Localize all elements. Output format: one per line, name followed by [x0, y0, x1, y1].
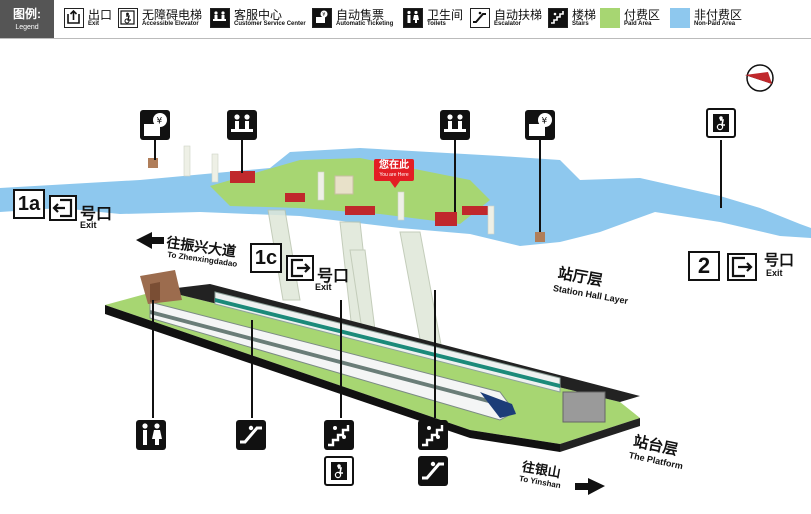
platform-kiosk	[140, 270, 182, 304]
exit-1c-word: Exit	[315, 282, 332, 292]
legend-label-zh: 付费区	[624, 8, 661, 22]
train-rear	[214, 291, 561, 393]
legend-label-en: Stairs	[572, 21, 589, 27]
service-center-icon	[440, 110, 470, 140]
ticket-machine-icon: ¥	[312, 8, 332, 28]
exit-icon	[286, 255, 314, 281]
leader-line	[720, 140, 722, 208]
leader-line	[539, 140, 541, 232]
exit-2-label: 号口	[764, 252, 795, 269]
train-nose-window	[480, 392, 516, 418]
ticket-machine-icon: ¥	[525, 110, 555, 140]
legend-label-en: Paid Area	[624, 21, 652, 27]
exit-2-word: Exit	[766, 268, 783, 278]
equipment-room	[562, 391, 606, 423]
arrow-east-icon	[575, 478, 605, 495]
legend-label-zh: 卫生间	[427, 8, 464, 22]
legend-label-zh: 自动扶梯	[494, 8, 543, 22]
legend-tag-en: Legend	[15, 24, 39, 31]
toilet-icon	[136, 420, 166, 450]
stairs-icon	[548, 8, 568, 28]
svg-text:¥: ¥	[157, 117, 163, 127]
exit-icon	[49, 195, 77, 221]
stairs-icon	[324, 420, 354, 450]
leader-line	[434, 290, 436, 418]
legend-label-en: Non-Paid Area	[694, 21, 736, 27]
arrow-west-icon	[136, 232, 164, 249]
leader-line	[154, 140, 156, 160]
platform-edge-side	[560, 418, 640, 452]
leader-line	[454, 140, 456, 212]
gate-block	[230, 171, 255, 183]
leader-line	[241, 140, 243, 173]
legend-label-zh: 自动售票	[336, 8, 385, 22]
you-are-here-en: You are Here	[379, 172, 409, 178]
legend-label-en: Exit	[88, 21, 100, 27]
legend-tag: 图例: Legend	[0, 0, 54, 38]
gate-block	[462, 206, 488, 215]
ticket-machine-block	[535, 232, 545, 242]
legend-label-zh: 出口	[88, 8, 113, 22]
escalator-icon	[470, 8, 490, 28]
legend-label-zh: 非付费区	[694, 8, 743, 22]
service-center-icon	[210, 8, 230, 28]
legend-bar: 图例: Legend 出口 Exit 无障碍电梯 Accessible Elev…	[0, 0, 811, 39]
train-front	[149, 301, 516, 421]
legend-label-en: Escalator	[494, 21, 522, 27]
paid-area-swatch	[600, 8, 620, 28]
legend-label-zh: 楼梯	[572, 8, 597, 22]
platform-edge	[105, 305, 560, 452]
elevator-icon	[118, 8, 138, 28]
exit-2-number: 2	[688, 251, 720, 281]
exit-1a-number: 1a	[13, 189, 45, 219]
non-paid-area-swatch	[670, 8, 690, 28]
service-desk	[435, 212, 457, 226]
escalator-icon	[236, 420, 266, 450]
elevator-icon	[706, 108, 736, 138]
exit-1a-label: 号口	[80, 206, 113, 223]
svg-text:¥: ¥	[322, 12, 325, 18]
legend-label-en: Customer Service Center	[234, 21, 306, 27]
compass-icon	[745, 64, 774, 92]
toilet-icon	[403, 8, 423, 28]
leader-line	[340, 300, 342, 418]
gate-block	[345, 206, 375, 215]
exit-icon	[727, 253, 757, 281]
legend-label-zh: 客服中心	[234, 8, 283, 22]
legend-label-en: Accessible Elevator	[142, 21, 199, 27]
you-are-here-marker: 您在此 You are Here	[374, 159, 414, 181]
svg-text:¥: ¥	[542, 117, 548, 127]
exit-icon	[64, 8, 84, 28]
exit-1c-number: 1c	[250, 243, 282, 273]
legend-label-en: Toilets	[427, 21, 446, 27]
service-center-icon	[227, 110, 257, 140]
you-are-here-zh: 您在此	[379, 160, 409, 171]
ticket-machine-icon: ¥	[140, 110, 170, 140]
leader-line	[251, 320, 253, 418]
legend-label-en: Automatic Ticketing	[336, 21, 394, 27]
hall-booth	[334, 175, 354, 195]
you-are-here-pointer	[390, 181, 400, 188]
gate-block	[285, 193, 305, 202]
legend-label-zh: 无障碍电梯	[142, 8, 203, 22]
exit-1c-label: 号口	[317, 268, 350, 285]
escalator-icon	[418, 456, 448, 486]
leader-line	[152, 300, 154, 418]
hall-columns	[183, 145, 495, 235]
ticket-machine-block	[148, 158, 158, 168]
elevator-icon	[324, 456, 354, 486]
legend-tag-zh: 图例:	[13, 7, 41, 21]
stairs-icon	[418, 420, 448, 450]
exit-1a-word: Exit	[80, 220, 97, 230]
